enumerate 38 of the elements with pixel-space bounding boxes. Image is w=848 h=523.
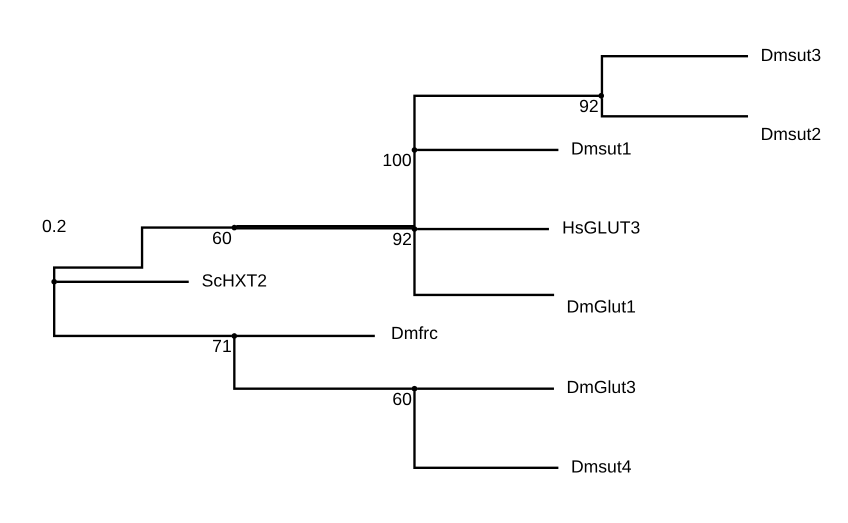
connector bbox=[236, 334, 375, 337]
node-label: 60 bbox=[212, 227, 232, 248]
node-text: DmGlut1 bbox=[566, 296, 636, 316]
node-text: Dmfrc bbox=[391, 322, 438, 343]
node-label: 92 bbox=[579, 95, 599, 116]
node-point bbox=[51, 278, 58, 284]
connector bbox=[417, 387, 554, 390]
connector bbox=[236, 226, 412, 229]
node-text: Dmsut3 bbox=[760, 44, 822, 64]
node-point bbox=[232, 224, 238, 230]
node-text: DmGlut3 bbox=[566, 376, 636, 397]
node-point bbox=[412, 226, 418, 232]
label: 0.2 bbox=[42, 216, 66, 236]
connector bbox=[417, 227, 549, 230]
node-label: 71 bbox=[212, 336, 232, 356]
connector bbox=[236, 152, 416, 227]
node-text: HsGLUT3 bbox=[562, 217, 640, 238]
connector bbox=[53, 226, 232, 280]
connector bbox=[600, 98, 748, 117]
node-text: Dmsut1 bbox=[570, 138, 632, 158]
node-text: Dmsut2 bbox=[760, 123, 822, 144]
connector bbox=[417, 148, 558, 151]
connector bbox=[413, 230, 554, 296]
connector bbox=[53, 284, 232, 337]
connector bbox=[56, 280, 189, 282]
node-label: 92 bbox=[392, 228, 412, 249]
node-label: 60 bbox=[392, 388, 412, 408]
node-point bbox=[232, 332, 238, 338]
connector bbox=[413, 94, 599, 148]
node-text: Dmsut4 bbox=[570, 456, 632, 476]
node-point bbox=[412, 146, 418, 152]
node-label: 100 bbox=[382, 150, 412, 170]
connector bbox=[233, 338, 412, 390]
node-point bbox=[598, 92, 604, 98]
connector bbox=[413, 390, 558, 468]
node-point bbox=[412, 385, 418, 392]
connector bbox=[600, 54, 748, 94]
node-text: ScHXT2 bbox=[202, 270, 268, 290]
